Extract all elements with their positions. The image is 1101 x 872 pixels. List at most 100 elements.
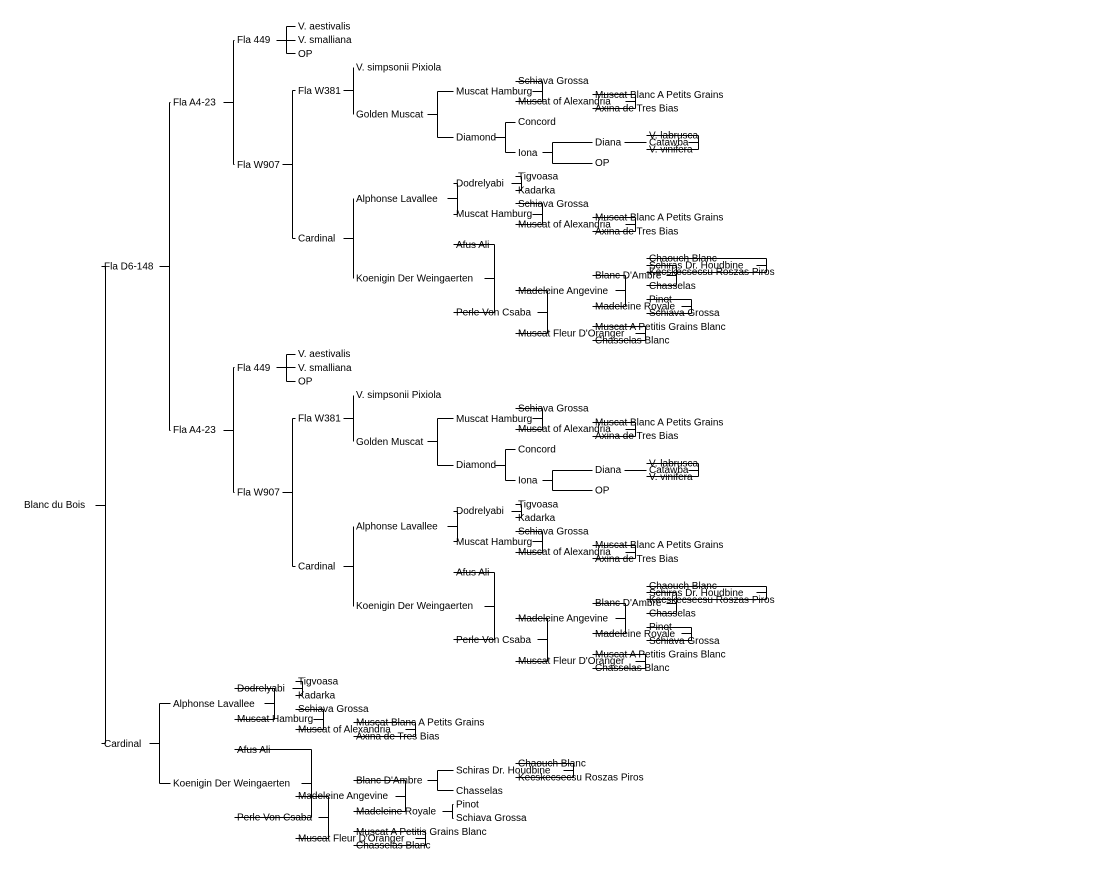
node-v-labrusca: V. labrusca <box>649 458 699 469</box>
node-afus-ali: Afus Ali <box>456 240 489 251</box>
node-axina-de-tres-bias: Axina de Tres Bias <box>595 431 678 442</box>
node-op: OP <box>595 158 610 169</box>
node-axina-de-tres-bias: Axina de Tres Bias <box>595 554 678 565</box>
node-diamond: Diamond <box>456 460 496 471</box>
node-muscat-hamburg: Muscat Hamburg <box>456 414 532 425</box>
node-dodrelyabi: Dodrelyabi <box>456 178 504 189</box>
node-v-simpsonii-pixiola: V. simpsonii Pixiola <box>356 390 442 401</box>
node-axina-de-tres-bias: Axina de Tres Bias <box>595 226 678 237</box>
node-v-smalliana: V. smalliana <box>298 35 352 46</box>
node-schiras-dr-houdbine: Schiras Dr. Houdbine <box>456 765 551 776</box>
node-fla-449: Fla 449 <box>237 363 271 374</box>
node-schiava-grossa: Schiava Grossa <box>456 813 527 824</box>
node-koenigin-der-weingaerten: Koenigin Der Weingaerten <box>356 274 473 285</box>
node-blanc-du-bois: Blanc du Bois <box>24 500 85 511</box>
node-madeleine-royale: Madeleine Royale <box>356 806 436 817</box>
node-blanc-d-ambre: Blanc D'Ambre <box>595 271 662 282</box>
node-chasselas-blanc: Chasselas Blanc <box>356 841 430 852</box>
node-chasselas-blanc: Chasselas Blanc <box>595 335 669 346</box>
node-axina-de-tres-bias: Axina de Tres Bias <box>356 731 439 742</box>
node-v-aestivalis: V. aestivalis <box>298 349 350 360</box>
node-blanc-d-ambre: Blanc D'Ambre <box>595 598 662 609</box>
node-kadarka: Kadarka <box>518 513 556 524</box>
node-kecskecsecsu-roszas-piros: Kecskecsecsu Roszas Piros <box>518 772 644 783</box>
node-muscat-of-alexandria: Muscat of Alexandria <box>298 724 391 735</box>
node-tigvoasa: Tigvoasa <box>518 499 559 510</box>
node-op: OP <box>595 486 610 497</box>
node-muscat-a-petitis-grains-blanc: Muscat A Petitis Grains Blanc <box>595 322 726 333</box>
node-chasselas-blanc: Chasselas Blanc <box>595 663 669 674</box>
node-schiava-grossa: Schiava Grossa <box>649 308 720 319</box>
node-fla-a4-23: Fla A4-23 <box>173 97 216 108</box>
node-chaouch-blanc: Chaouch Blanc <box>649 254 717 265</box>
node-v-simpsonii-pixiola: V. simpsonii Pixiola <box>356 62 442 73</box>
node-fla-w907: Fla W907 <box>237 487 280 498</box>
node-madeleine-angevine: Madeleine Angevine <box>518 286 609 297</box>
node-cardinal: Cardinal <box>104 739 141 750</box>
node-schiava-grossa: Schiava Grossa <box>649 636 720 647</box>
node-kadarka: Kadarka <box>298 690 336 701</box>
node-muscat-blanc-a-petits-grains: Muscat Blanc A Petits Grains <box>595 540 723 551</box>
node-muscat-a-petitis-grains-blanc: Muscat A Petitis Grains Blanc <box>356 827 487 838</box>
node-muscat-hamburg: Muscat Hamburg <box>456 86 532 97</box>
node-diana: Diana <box>595 465 622 476</box>
node-muscat-hamburg: Muscat Hamburg <box>456 537 532 548</box>
node-golden-muscat: Golden Muscat <box>356 109 423 120</box>
node-tigvoasa: Tigvoasa <box>298 677 339 688</box>
node-pinot: Pinot <box>456 800 479 811</box>
node-fla-w381: Fla W381 <box>298 414 341 425</box>
node-koenigin-der-weingaerten: Koenigin Der Weingaerten <box>356 601 473 612</box>
node-fla-d6-148: Fla D6-148 <box>104 261 154 272</box>
node-koenigin-der-weingaerten: Koenigin Der Weingaerten <box>173 779 290 790</box>
node-muscat-blanc-a-petits-grains: Muscat Blanc A Petits Grains <box>595 417 723 428</box>
node-muscat-blanc-a-petits-grains: Muscat Blanc A Petits Grains <box>595 213 723 224</box>
node-kecskecsecsu-roszas-piros: Kecskecsecsu Roszas Piros <box>649 595 775 606</box>
node-cardinal: Cardinal <box>298 234 335 245</box>
node-kadarka: Kadarka <box>518 185 556 196</box>
node-muscat-fleur-d-oranger: Muscat Fleur D'Oranger <box>298 834 405 845</box>
node-muscat-blanc-a-petits-grains: Muscat Blanc A Petits Grains <box>356 718 484 729</box>
node-muscat-fleur-d-oranger: Muscat Fleur D'Oranger <box>518 329 625 340</box>
node-afus-ali: Afus Ali <box>237 745 270 756</box>
node-catawba: Catawba <box>649 138 689 149</box>
node-blanc-d-ambre: Blanc D'Ambre <box>356 776 423 787</box>
node-iona: Iona <box>518 475 538 486</box>
node-v-labrusca: V. labrusca <box>649 131 699 142</box>
node-muscat-of-alexandria: Muscat of Alexandria <box>518 424 611 435</box>
node-muscat-of-alexandria: Muscat of Alexandria <box>518 97 611 108</box>
node-schiava-grossa: Schiava Grossa <box>518 76 589 87</box>
node-muscat-hamburg: Muscat Hamburg <box>456 209 532 220</box>
node-chasselas: Chasselas <box>649 281 696 292</box>
node-muscat-of-alexandria: Muscat of Alexandria <box>518 547 611 558</box>
node-muscat-fleur-d-oranger: Muscat Fleur D'Oranger <box>518 656 625 667</box>
node-v-aestivalis: V. aestivalis <box>298 22 350 33</box>
node-diana: Diana <box>595 138 622 149</box>
node-golden-muscat: Golden Muscat <box>356 437 423 448</box>
node-chaouch-blanc: Chaouch Blanc <box>518 759 586 770</box>
node-dodrelyabi: Dodrelyabi <box>237 684 285 695</box>
node-catawba: Catawba <box>649 465 689 476</box>
node-schiras-dr-houdbine: Schiras Dr. Houdbine <box>649 588 744 599</box>
node-fla-w907: Fla W907 <box>237 160 280 171</box>
node-madeleine-royale: Madeleine Royale <box>595 629 675 640</box>
node-fla-w381: Fla W381 <box>298 86 341 97</box>
node-alphonse-lavallee: Alphonse Lavallee <box>356 194 438 205</box>
node-fla-a4-23: Fla A4-23 <box>173 425 216 436</box>
node-fla-449: Fla 449 <box>237 35 271 46</box>
node-muscat-hamburg: Muscat Hamburg <box>237 714 313 725</box>
node-muscat-of-alexandria: Muscat of Alexandria <box>518 219 611 230</box>
node-concord: Concord <box>518 445 556 456</box>
node-pinot: Pinot <box>649 622 672 633</box>
node-alphonse-lavallee: Alphonse Lavallee <box>356 521 438 532</box>
node-madeleine-angevine: Madeleine Angevine <box>518 614 609 625</box>
node-v-smalliana: V. smalliana <box>298 363 352 374</box>
node-perle-von-csaba: Perle Von Csaba <box>456 635 531 646</box>
node-cardinal: Cardinal <box>298 561 335 572</box>
node-concord: Concord <box>518 117 556 128</box>
node-v-vinifera: V. vinifera <box>649 472 693 483</box>
node-perle-von-csaba: Perle Von Csaba <box>456 307 531 318</box>
node-tigvoasa: Tigvoasa <box>518 172 559 183</box>
